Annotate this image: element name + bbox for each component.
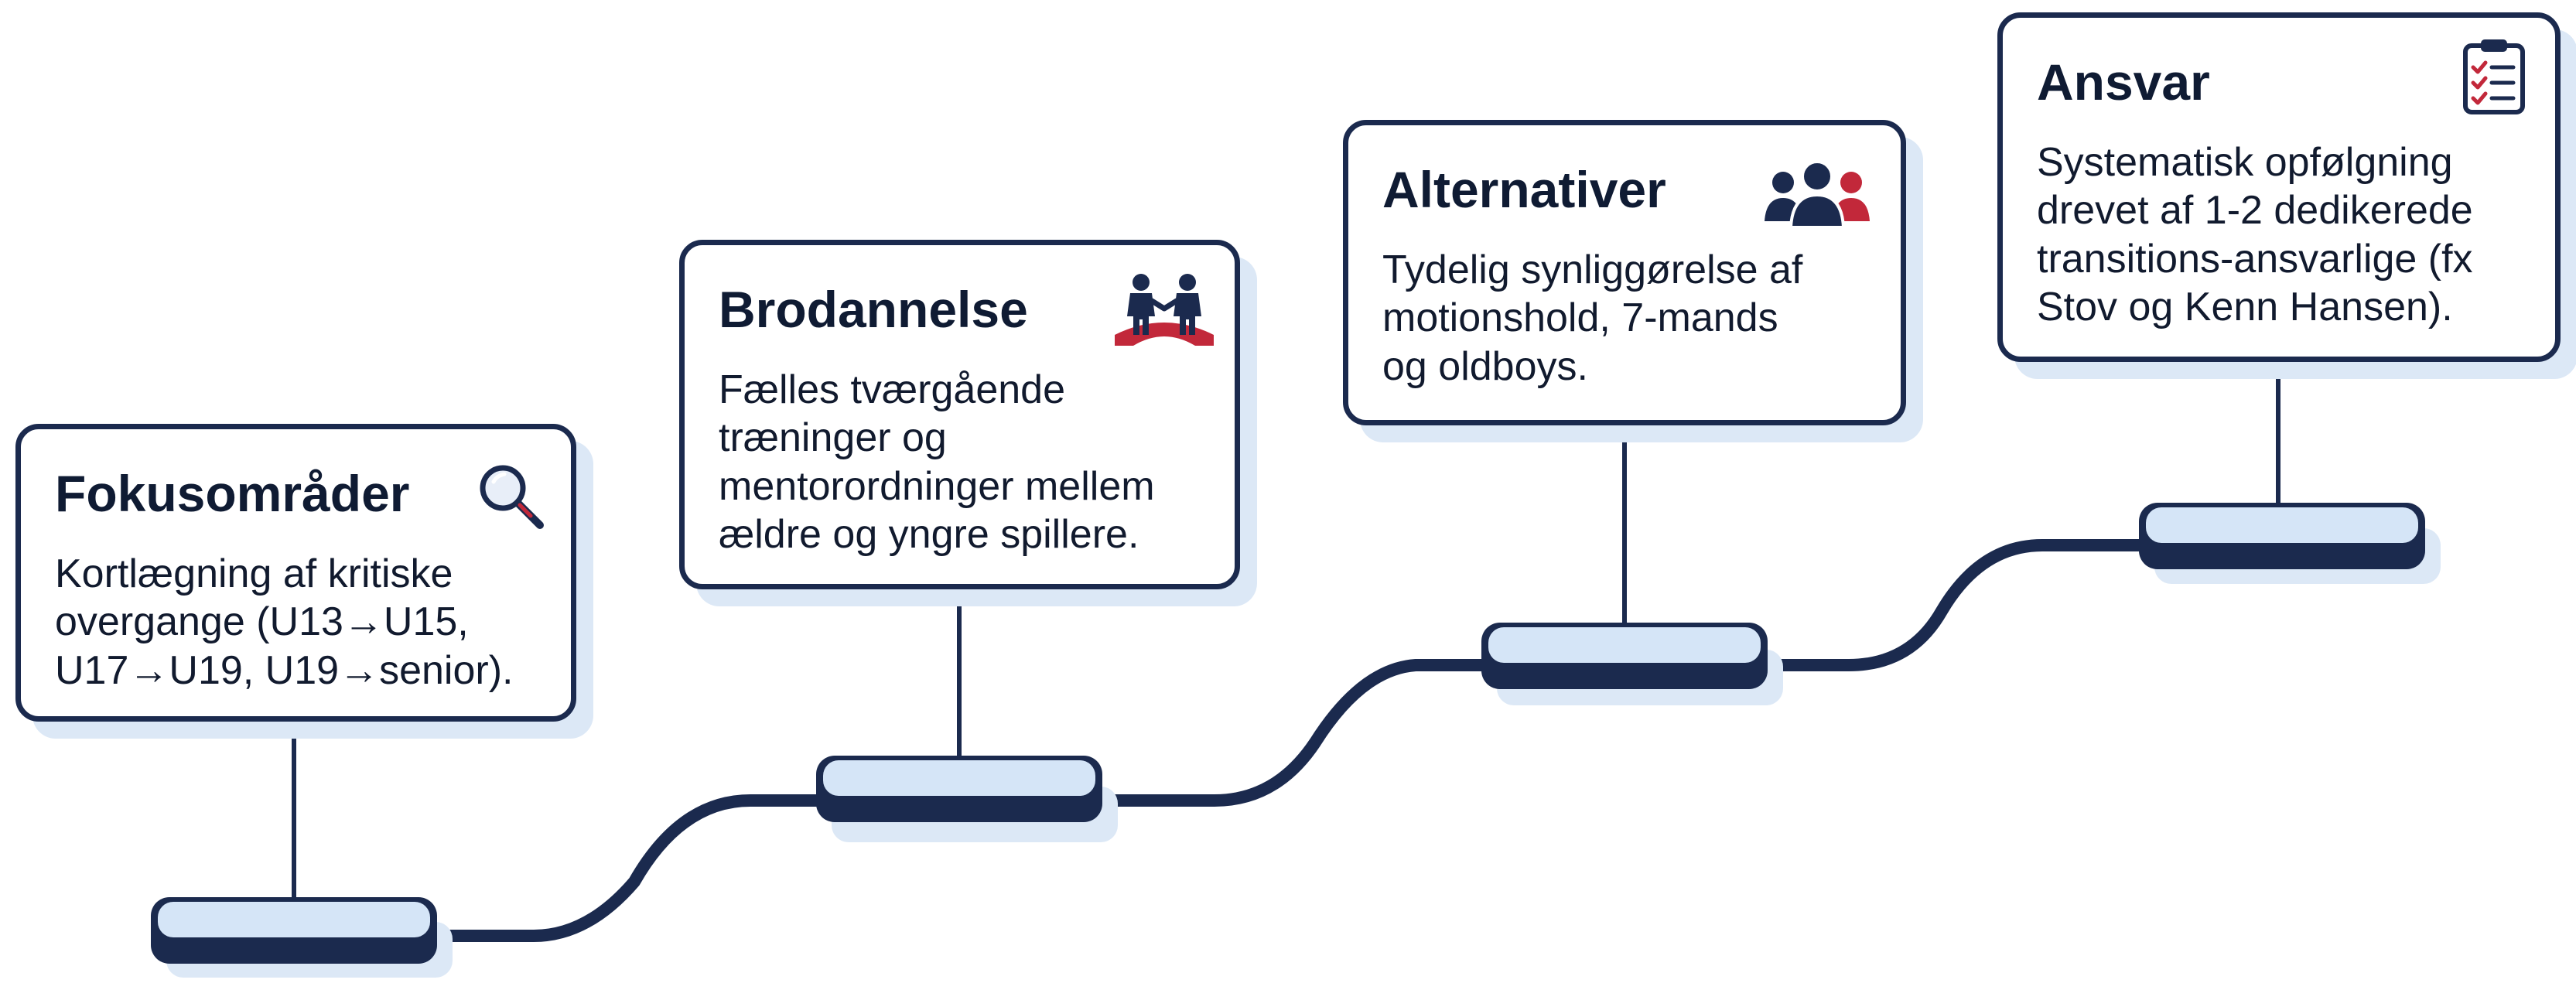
step-platform-2 — [816, 756, 1118, 842]
card-title: Alternativer — [1382, 161, 1666, 218]
card-fokusomrader: Fokusområder Kortlægning af kritiske ove… — [15, 424, 576, 722]
step-platform-4 — [2139, 503, 2441, 584]
card-ansvar: Ansvar Systematisk opfølgning drevet af … — [1997, 12, 2561, 362]
magnifier-icon — [473, 459, 551, 540]
card-body: Kortlægning af kritiske overgange (U13→U… — [55, 551, 514, 693]
card-title: Brodannelse — [719, 281, 1028, 338]
card-body: Tydelig synliggørelse af motionshold, 7-… — [1382, 247, 1803, 389]
card-body: Systematisk opfølgning drevet af 1-2 ded… — [2037, 140, 2473, 330]
timeline-path — [427, 539, 2153, 942]
card-title: Ansvar — [2037, 53, 2210, 111]
card-brodannelse: Brodannelse Fælles tværgående træninger … — [679, 240, 1240, 589]
bridge-people-icon — [1110, 268, 1218, 357]
card-body: Fælles tværgående træninger og mentorord… — [719, 367, 1155, 558]
card-alternativer: Alternativer Tydelig synliggørelse af mo… — [1343, 120, 1906, 425]
checklist-icon — [2459, 35, 2529, 120]
card-title: Fokusområder — [55, 465, 410, 522]
step-platform-1 — [151, 897, 453, 978]
step-platform-3 — [1481, 623, 1783, 705]
group-icon — [1760, 156, 1876, 237]
